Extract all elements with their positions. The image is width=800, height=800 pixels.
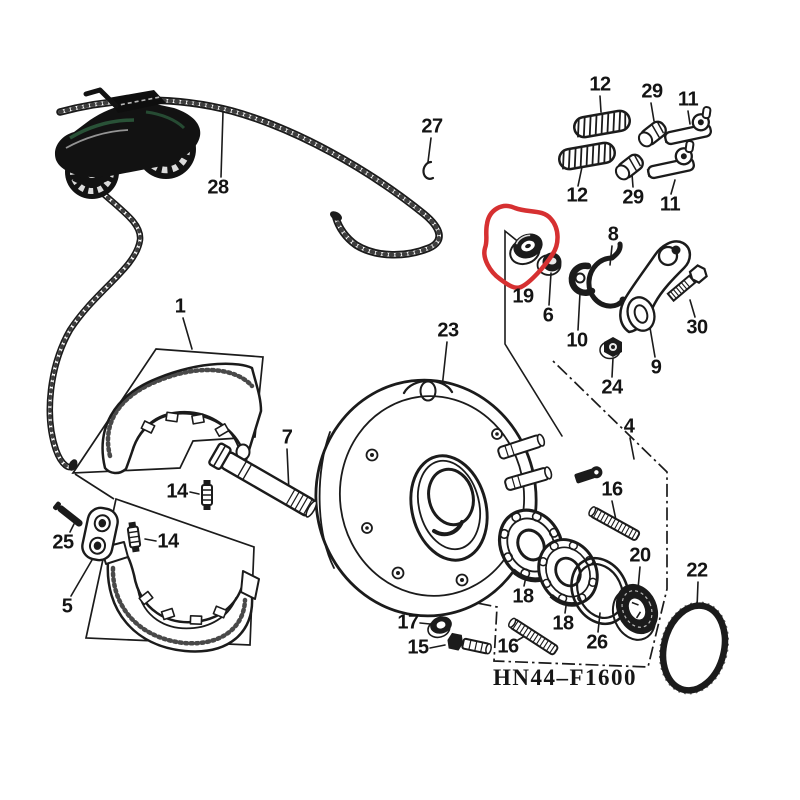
part-callout-11-top: 11: [677, 88, 699, 111]
part-callout-23: 23: [437, 319, 459, 342]
part-callout-4: 4: [623, 415, 635, 438]
part-callout-25: 25: [52, 531, 74, 554]
fasteners: [427, 504, 642, 657]
part-callout-16-lower: 16: [497, 635, 519, 658]
shoe-group-box-lower: [84, 497, 255, 646]
part-callout-15: 15: [407, 636, 429, 659]
part-callout-12-top: 12: [589, 73, 611, 96]
brake-arm-parts: [509, 233, 708, 360]
shoe-group-box-upper: [71, 348, 264, 474]
part-callout-16-upper: 16: [601, 478, 623, 501]
part-callout-14-lower: 14: [157, 530, 179, 553]
diagram-code: HN44–F1600: [492, 665, 638, 690]
cable-clip-drawing: [422, 160, 435, 180]
hub-bearing-parts: [487, 499, 730, 695]
part-callout-5: 5: [61, 595, 73, 618]
part-callout-26: 26: [586, 631, 608, 654]
atv-logo: [54, 87, 201, 199]
part-callout-7: 7: [281, 426, 293, 449]
brake-shoes-drawing: [100, 362, 263, 653]
part-callout-22: 22: [686, 559, 708, 582]
anchor-parts: [53, 442, 318, 562]
part-callout-27: 27: [421, 115, 443, 138]
part-callout-1: 1: [174, 295, 186, 318]
part-callout-24: 24: [601, 376, 623, 399]
part-callout-10: 10: [566, 329, 588, 352]
part-callout-30: 30: [686, 316, 708, 339]
part-callout-18-right: 18: [552, 612, 574, 635]
part-callout-29-top: 29: [641, 80, 663, 103]
part-callout-6: 6: [542, 304, 554, 327]
part-callout-20: 20: [629, 544, 651, 567]
part-callout-28: 28: [207, 176, 229, 199]
part-callout-9: 9: [650, 356, 662, 379]
part-callout-12-bottom: 12: [566, 184, 588, 207]
part-callout-8: 8: [607, 223, 619, 246]
part-callout-19: 19: [512, 285, 534, 308]
part-callout-17: 17: [397, 611, 419, 634]
part-callout-29-bottom: 29: [622, 186, 644, 209]
part-callout-11-bottom: 11: [659, 193, 681, 216]
part-callout-18-left: 18: [512, 585, 534, 608]
part-callout-14-upper: 14: [166, 480, 188, 503]
backing-plate-drawing: [314, 378, 603, 618]
highlight-circle: [482, 203, 560, 290]
brake-cable-drawing: [46, 96, 443, 471]
